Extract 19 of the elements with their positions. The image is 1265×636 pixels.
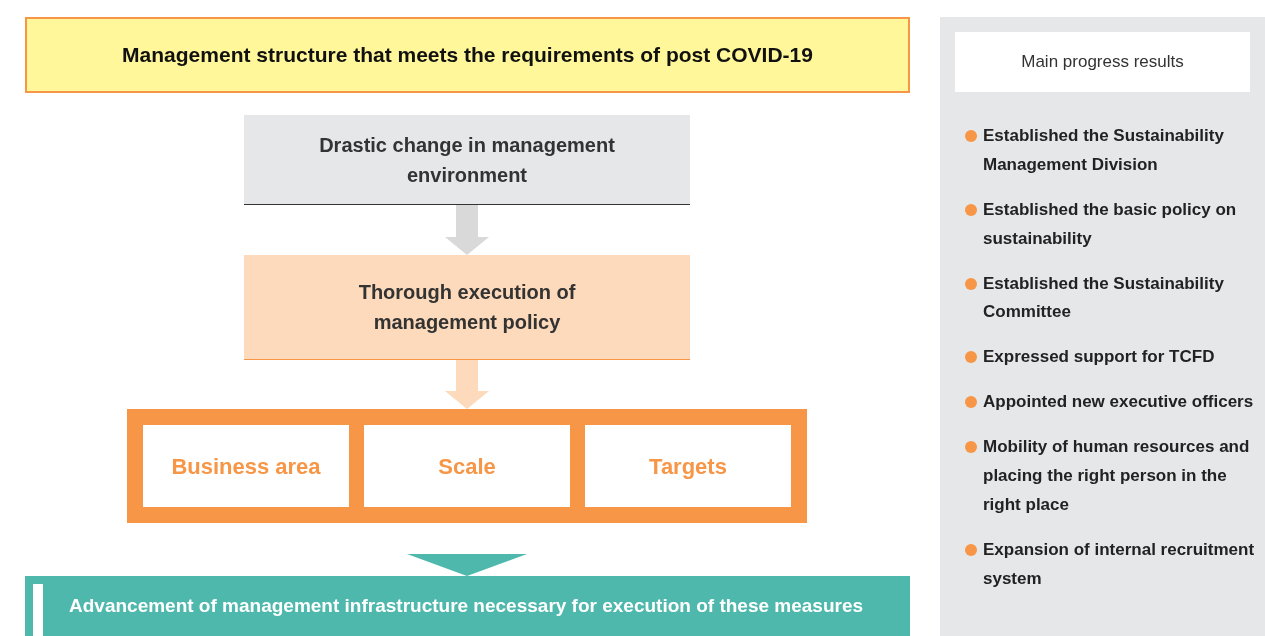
arrow [445,205,489,255]
panel-heading-box: Main progress results [955,32,1250,92]
result-item: Expressed support for TCFD [983,346,1215,369]
category-box: Targets [585,425,791,507]
result-item: Established the Sustainability Committee [983,272,1225,324]
group-frame [127,409,807,523]
arrow [445,360,489,409]
result-item: Established the Sustainability Management Division [983,125,1225,176]
result-item: Appointed new executive officers [983,391,1254,414]
foundation-band: Advancement of management infrastructure necessary for execution of these measures [25,576,910,636]
result-item: Expansion of internal recruitment system [983,538,1256,590]
result-item: Established the basic policy on sustainability [983,198,1238,250]
side-panel [940,17,1265,636]
result-item: Mobility of human resources and placing the right person in the right place [983,436,1251,516]
category-box: Business area [143,425,349,507]
process-box: Drastic change in management environment [244,115,690,205]
category-box: Scale [364,425,570,507]
process-box: Thorough execution of management policy [244,255,690,360]
title-banner: Management structure that meets the requirements of post COVID-19 [25,17,910,93]
